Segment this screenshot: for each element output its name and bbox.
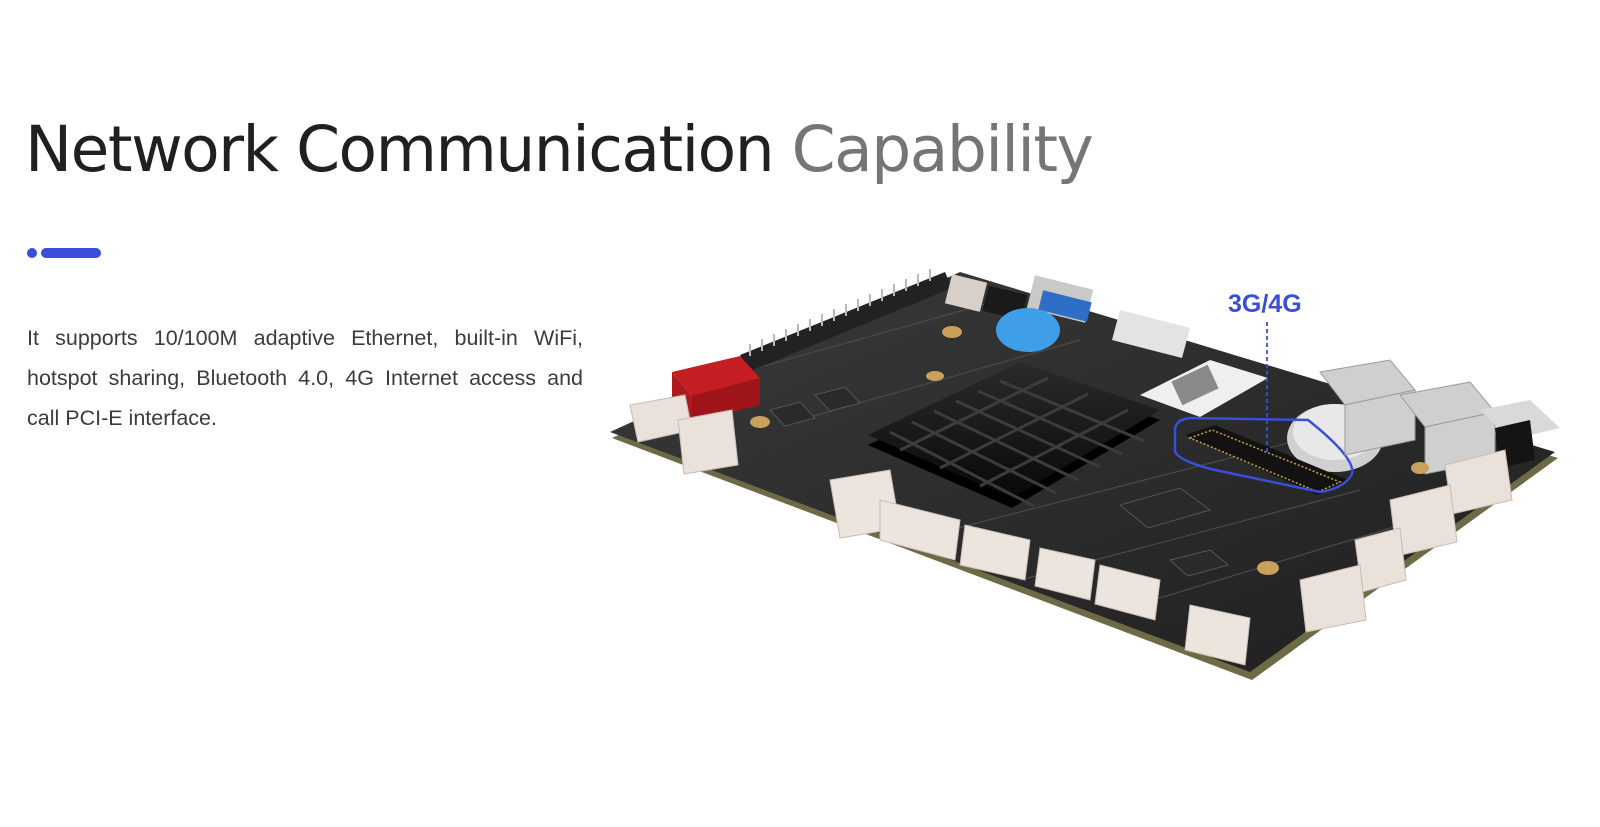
product-image: 3G/4G [600,260,1600,710]
title-secondary: Capability [791,113,1094,186]
callout-label: 3G/4G [1228,290,1302,318]
page-title: Network Communication Capability [25,118,1094,181]
mini-pcie-slot [1185,425,1348,495]
heatsink [868,362,1160,508]
feature-description: It supports 10/100M adaptive Ethernet, b… [27,326,583,430]
accent-dot [27,248,37,258]
accent-bar [41,248,101,258]
module-callout: 3G/4G [1173,290,1354,494]
circuit-board-illustration: 3G/4G [610,269,1560,680]
blue-capacitor [996,308,1060,352]
gpio-header [740,269,952,372]
title-primary: Network Communication [25,113,775,186]
accent-divider [27,247,107,259]
